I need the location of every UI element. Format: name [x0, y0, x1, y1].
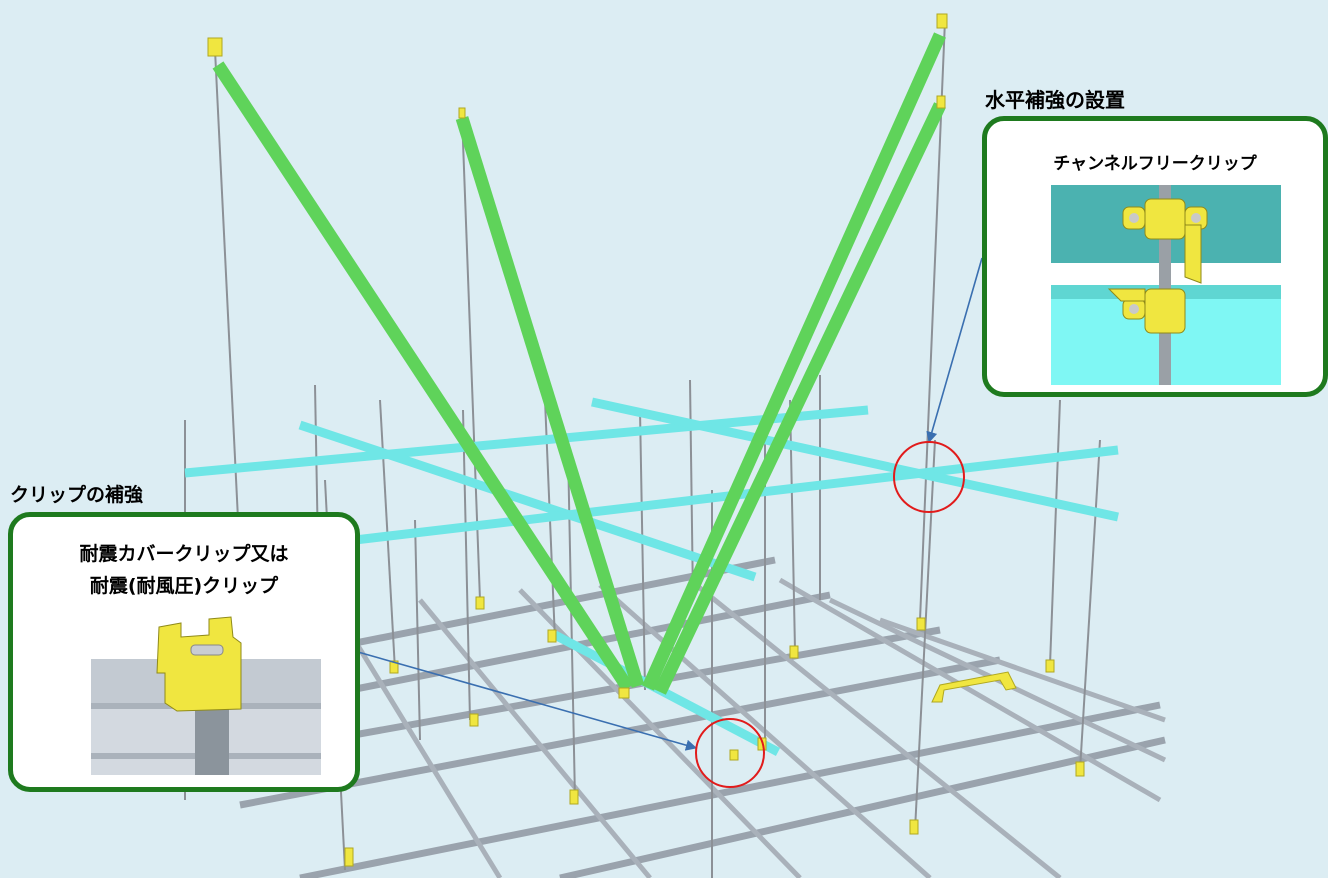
channel-clip-callout: チャンネルフリークリップ [982, 116, 1328, 397]
channel-clip-detail-image [1051, 185, 1281, 385]
seismic-clip-icon [156, 616, 242, 712]
channel-clip-title: チャンネルフリークリップ [1053, 154, 1257, 174]
seismic-clip-callout: 耐震カバークリップ又は 耐震(耐風圧)クリップ [8, 512, 360, 792]
clip-stem [195, 709, 229, 775]
seismic-clip-detail-image [91, 616, 321, 775]
seismic-braces [212, 32, 946, 695]
seismic-clip-title-2: 耐震(耐風圧)クリップ [89, 575, 279, 597]
ceiling-grid [239, 556, 1166, 878]
seismic-clip-title-1: 耐震カバークリップ又は [79, 543, 289, 565]
channel-members [184, 397, 1119, 756]
yellow-clips [207, 13, 1085, 867]
horizontal-reinforcement-title: 水平補強の設置 [985, 88, 1125, 112]
callout-arrows [357, 257, 983, 751]
highlight-circles [695, 441, 965, 788]
channel-clip-icon [1107, 198, 1208, 334]
clip-reinforcement-title: クリップの補強 [10, 484, 144, 506]
